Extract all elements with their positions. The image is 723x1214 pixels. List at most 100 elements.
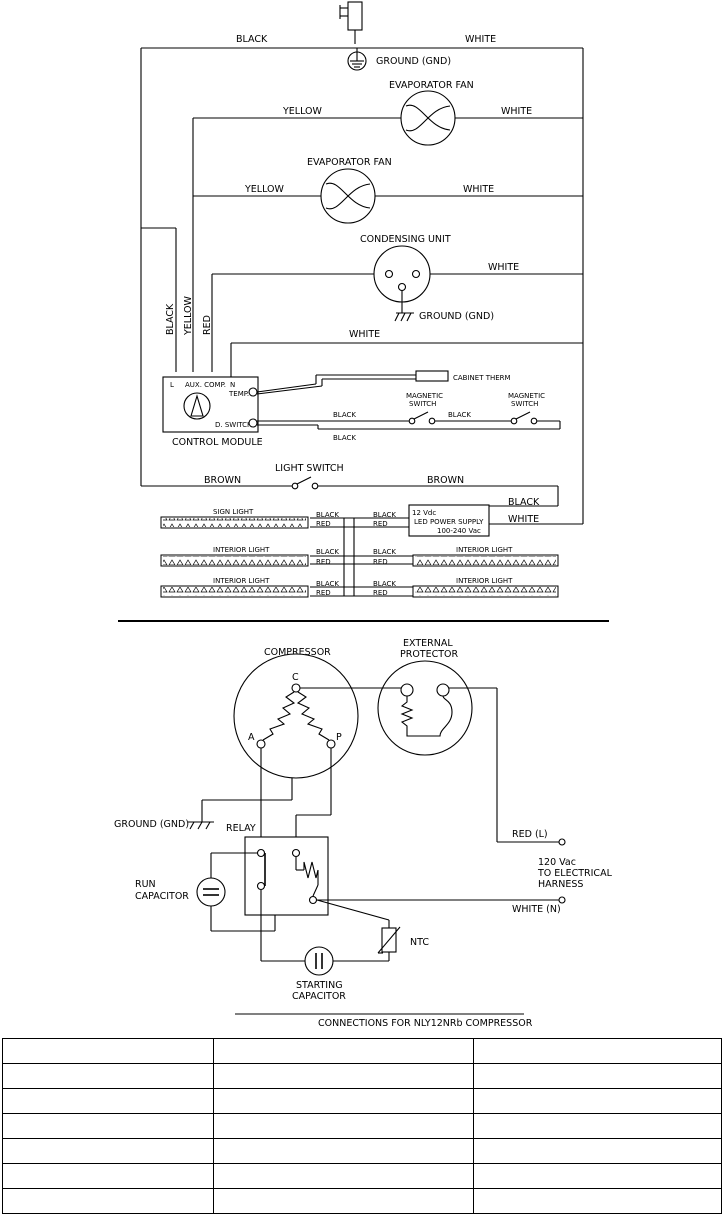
terminal-n-label: N (230, 381, 235, 389)
table-cell (213, 1063, 474, 1089)
vertical-black-label: BLACK (165, 303, 176, 335)
light-switch-label: LIGHT SWITCH (275, 463, 344, 474)
power-plug (339, 1, 363, 44)
light-wiring (310, 517, 413, 597)
table-cell (213, 1163, 474, 1189)
protector-line2: PROTECTOR (400, 649, 459, 660)
table-cell (213, 1088, 474, 1114)
interior-light-label-1: INTERIOR LIGHT (213, 546, 270, 554)
terminal-dswitch-label: D. SWITCH (215, 421, 252, 429)
top-black-label: BLACK (236, 34, 268, 45)
fan-icon (400, 90, 456, 146)
ps-white-label: WHITE (508, 514, 539, 525)
int2-red-left: RED (316, 589, 331, 597)
caption: CONNECTIONS FOR NLY12NRb COMPRESSOR (318, 1018, 533, 1029)
table-row (2, 1063, 722, 1089)
sign-light-label: SIGN LIGHT (213, 508, 254, 516)
light-switch-brown-left: BROWN (204, 475, 241, 486)
table-cell (213, 1138, 474, 1164)
interior-light-label-3: INTERIOR LIGHT (213, 577, 270, 585)
int2-red-right: RED (373, 589, 388, 597)
supply-line2: TO ELECTRICAL (537, 868, 613, 879)
int1-black-left: BLACK (316, 548, 339, 556)
compressor-c-label: C (292, 672, 299, 683)
compressor-label: COMPRESSOR (264, 647, 331, 658)
starting-capacitor-icon (304, 946, 334, 976)
compressor-a-label: A (248, 732, 255, 743)
vertical-red-label: RED (202, 315, 213, 335)
switch-black-3: BLACK (333, 434, 356, 442)
table-cell (473, 1088, 722, 1114)
evap-fan-1-white: WHITE (501, 106, 532, 117)
cabinet-thermistor-icon (415, 370, 449, 382)
cabinet-therm-label: CABINET THERM (453, 374, 511, 382)
int1-red-left: RED (316, 558, 331, 566)
connection-table (2, 1038, 722, 1214)
run-cap-line1: RUN (135, 879, 156, 890)
table-cell (213, 1113, 474, 1139)
supply-line1: 120 Vac (538, 857, 576, 868)
table-row (2, 1038, 722, 1064)
sign-red-left: RED (316, 520, 331, 528)
sign-red-right: RED (373, 520, 388, 528)
table-cell (473, 1163, 722, 1189)
start-cap-line2: CAPACITOR (292, 991, 346, 1002)
int2-black-right: BLACK (373, 580, 396, 588)
supply-white-label: WHITE (N) (512, 904, 561, 915)
protector-line1: EXTERNAL (403, 638, 453, 649)
relay-icon (244, 836, 329, 916)
interior-light-label-2: INTERIOR LIGHT (456, 546, 513, 554)
magnetic-switch-icon (408, 411, 436, 425)
table-cell (2, 1063, 214, 1089)
int2-black-left: BLACK (316, 580, 339, 588)
terminal-aux-label: AUX. COMP. (185, 381, 226, 389)
table-cell (2, 1088, 214, 1114)
compressor-ground-label: GROUND (GND) (114, 819, 189, 830)
vertical-yellow-label: YELLOW (183, 295, 194, 336)
table-row (2, 1088, 722, 1114)
relay-label: RELAY (226, 823, 256, 834)
light-switch-icon (291, 476, 319, 490)
table-cell (2, 1138, 214, 1164)
ps-line2: LED POWER SUPPLY (414, 518, 484, 526)
sign-black-left: BLACK (316, 511, 339, 519)
evap-fan-1-label: EVAPORATOR FAN (389, 80, 474, 91)
compressor-icon (233, 653, 359, 779)
table-cell (473, 1063, 722, 1089)
interior-light-label-4: INTERIOR LIGHT (456, 577, 513, 585)
table-cell (473, 1113, 722, 1139)
control-module: L AUX. COMP. N TEMP. D. SWITCH (162, 376, 259, 433)
table-row (2, 1113, 722, 1139)
plug-ground-label: GROUND (GND) (376, 56, 451, 67)
run-cap-line2: CAPACITOR (135, 891, 189, 902)
table-cell (2, 1113, 214, 1139)
mag-switch-1-line2: SWITCH (409, 400, 436, 408)
mag-switch-1-line1: MAGNETIC (406, 392, 443, 400)
table-cell (2, 1163, 214, 1189)
run-capacitor-icon (196, 877, 226, 907)
ps-black-label: BLACK (508, 497, 540, 508)
control-module-label: CONTROL MODULE (172, 437, 263, 448)
table-row (2, 1188, 722, 1214)
sign-black-right: BLACK (373, 511, 396, 519)
terminal-temp-label: TEMP. (228, 390, 249, 398)
start-cap-line1: STARTING (296, 980, 343, 991)
switch-black-2: BLACK (448, 411, 471, 419)
mag-switch-2-line2: SWITCH (511, 400, 538, 408)
top-white-label: WHITE (465, 34, 496, 45)
terminal-l-label: L (170, 381, 174, 389)
led-power-supply: 12 Vdc LED POWER SUPPLY 100-240 Vac (408, 504, 490, 537)
control-white-label: WHITE (349, 329, 380, 340)
table-row (2, 1138, 722, 1164)
table-cell (213, 1038, 474, 1064)
table-cell (473, 1038, 722, 1064)
int1-black-right: BLACK (373, 548, 396, 556)
condensing-white-label: WHITE (488, 262, 519, 273)
condensing-unit-icon (373, 245, 431, 313)
evap-fan-2-label: EVAPORATOR FAN (307, 157, 392, 168)
control-dial-icon (183, 392, 211, 420)
ps-line3: 100-240 Vac (437, 527, 481, 535)
switch-black-1: BLACK (333, 411, 356, 419)
ntc-label: NTC (410, 937, 429, 948)
fan-icon (320, 168, 376, 224)
